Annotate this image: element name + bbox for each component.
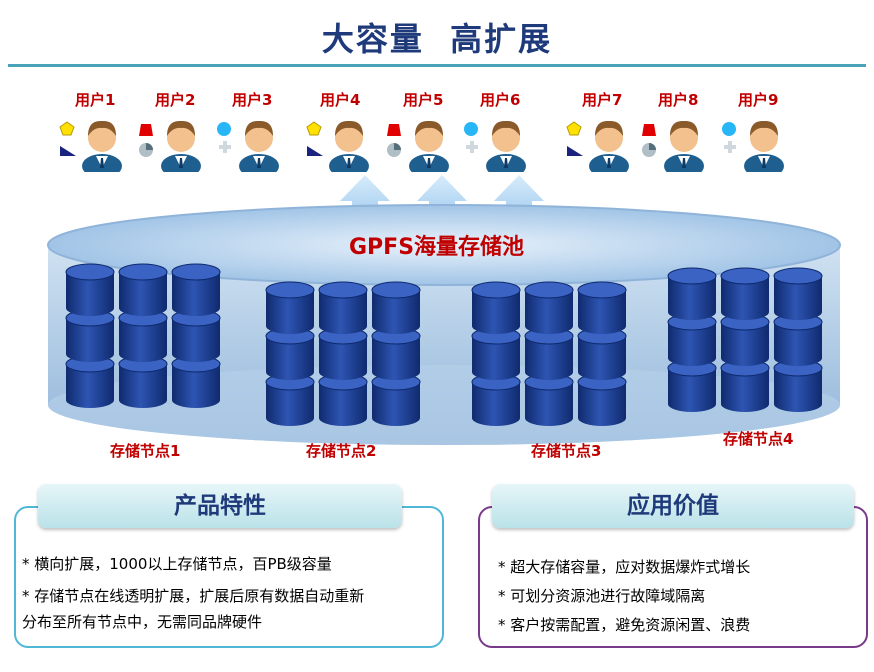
storage-disk-icon xyxy=(524,327,574,380)
storage-disk-icon xyxy=(720,267,770,320)
storage-disk-icon xyxy=(720,359,770,412)
user-avatar-icon xyxy=(59,120,122,172)
page-title: 大容量 高扩展 xyxy=(321,20,553,58)
user-avatar-icon xyxy=(306,120,369,172)
storage-disk-icon xyxy=(371,327,421,380)
storage-disk-icon xyxy=(318,281,368,334)
storage-disk-icon xyxy=(118,309,168,362)
value-heading: 应用价值 xyxy=(492,484,854,528)
storage-disk-icon xyxy=(265,281,315,334)
user-avatar-icon xyxy=(464,120,526,172)
value-line: * 超大存储容量，应对数据爆炸式增长 xyxy=(498,558,751,576)
storage-disk-icon xyxy=(773,359,823,412)
storage-disk-icon xyxy=(667,267,717,320)
storage-disk-icon xyxy=(667,313,717,366)
feature-line: 分布至所有节点中，无需同品牌硬件 xyxy=(22,613,263,631)
user-avatar-icon xyxy=(722,120,784,172)
value-panel xyxy=(478,506,868,648)
storage-disk-icon xyxy=(471,281,521,334)
feature-line: * 存储节点在线透明扩展，扩展后原有数据自动重新 xyxy=(22,587,365,605)
storage-disk-icon xyxy=(118,355,168,408)
features-heading: 产品特性 xyxy=(38,484,402,528)
value-line: * 客户按需配置，避免资源闲置、浪费 xyxy=(498,616,751,634)
storage-disk-icon xyxy=(318,327,368,380)
storage-disk-icon xyxy=(577,281,627,334)
storage-disk-icon xyxy=(171,263,221,316)
storage-disk-icon xyxy=(577,373,627,426)
storage-disk-icon xyxy=(667,359,717,412)
user-avatar-icon xyxy=(566,120,629,172)
storage-disk-icon xyxy=(773,267,823,320)
features-panel xyxy=(14,506,444,648)
title-divider xyxy=(8,64,866,67)
storage-disk-icon xyxy=(371,281,421,334)
user-avatar-icon xyxy=(387,120,449,172)
storage-disk-icon xyxy=(577,327,627,380)
user-label: 用户7 xyxy=(582,91,623,109)
storage-disk-icon xyxy=(65,263,115,316)
storage-node-label: 存储节点2 xyxy=(306,442,377,460)
user-label: 用户1 xyxy=(75,91,116,109)
user-label: 用户5 xyxy=(403,91,444,109)
user-label: 用户8 xyxy=(658,91,699,109)
storage-node-label: 存储节点4 xyxy=(723,430,794,448)
user-label: 用户4 xyxy=(320,91,361,109)
user-label: 用户9 xyxy=(738,91,779,109)
storage-disk-icon xyxy=(118,263,168,316)
value-line: * 可划分资源池进行故障域隔离 xyxy=(498,587,706,605)
user-avatar-icon xyxy=(217,120,279,172)
storage-disk-icon xyxy=(171,355,221,408)
storage-pool xyxy=(47,204,841,445)
storage-disk-icon xyxy=(265,373,315,426)
user-avatar-icon xyxy=(139,120,201,172)
storage-disk-icon xyxy=(371,373,421,426)
storage-disk-icon xyxy=(773,313,823,366)
pool-label: GPFS海量存储池 xyxy=(349,235,525,260)
storage-disk-icon xyxy=(524,373,574,426)
user-label: 用户3 xyxy=(232,91,273,109)
user-avatar-icon xyxy=(642,120,704,172)
storage-node-label: 存储节点1 xyxy=(110,442,181,460)
storage-disk-icon xyxy=(65,355,115,408)
storage-disk-icon xyxy=(471,327,521,380)
user-label: 用户6 xyxy=(480,91,521,109)
storage-disk-icon xyxy=(265,327,315,380)
user-label: 用户2 xyxy=(155,91,196,109)
storage-disk-icon xyxy=(720,313,770,366)
storage-disk-icon xyxy=(524,281,574,334)
storage-disk-icon xyxy=(318,373,368,426)
storage-disk-icon xyxy=(471,373,521,426)
storage-disk-icon xyxy=(65,309,115,362)
storage-node-label: 存储节点3 xyxy=(531,442,602,460)
feature-line: * 横向扩展，1000以上存储节点，百PB级容量 xyxy=(22,555,332,573)
storage-disk-icon xyxy=(171,309,221,362)
